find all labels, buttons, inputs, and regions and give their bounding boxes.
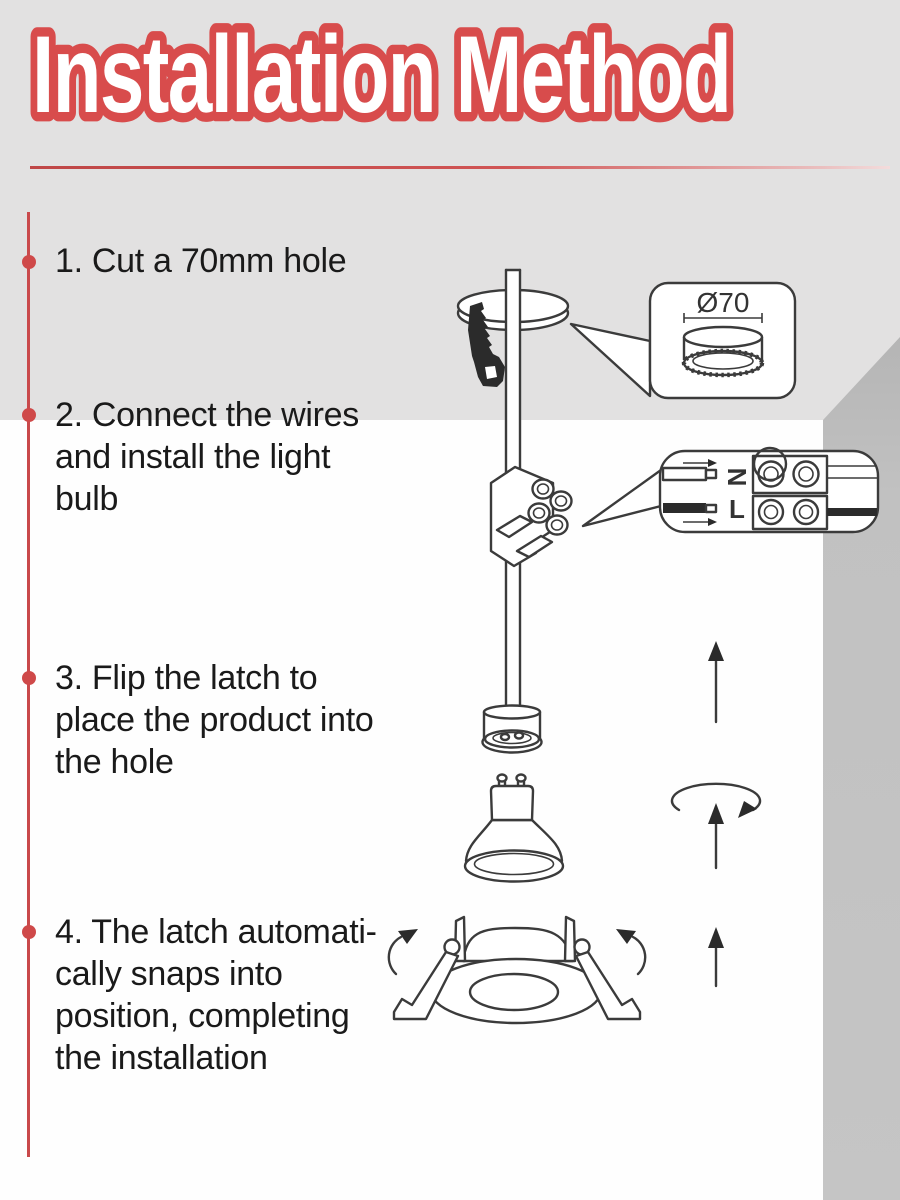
step-4-line: position, completing [55,997,350,1035]
step-2-line: and install the light [55,438,331,476]
step-3-line: the hole [55,743,174,781]
saw-icon [468,302,505,387]
step3-dot [22,671,36,685]
downlight-fixture-icon [387,915,647,1025]
title-underline [30,166,890,169]
step-1: 1. Cut a 70mm hole [55,240,435,282]
lamp-holder-icon [481,704,543,754]
hole-callout-pointer [569,322,652,398]
hole-saw-icon [681,325,765,378]
step4-dot [22,925,36,939]
saw-handle-hole [485,366,497,379]
step-2-line: 2. Connect the wires [55,396,359,434]
left-spring-latch [392,950,460,1021]
neutral-label: N [722,468,752,487]
step-4-line: 4. The latch automati- [55,913,377,951]
step-4-line: cally snaps into [55,955,283,993]
push-up-arrow-2 [708,927,724,988]
wire-loop [752,446,788,482]
hole-diameter-label: Ø70 [697,287,750,318]
hole-size-callout: Ø70 [648,281,797,400]
step-1-line: 1. Cut a 70mm hole [55,242,347,280]
step-4: 4. The latch automati- cally snaps into … [55,911,435,1079]
wire-connector-diagram: N L [489,446,880,568]
push-up-arrow-1 [708,641,724,724]
step-3-line: place the product into [55,701,374,739]
step-2: 2. Connect the wires and install the lig… [55,394,435,520]
title-banner: Installation Method [24,6,740,144]
right-rotate-arrow [616,929,647,976]
right-spring-latch [574,950,642,1021]
gu10-bulb-icon [463,773,565,883]
step-3: 3. Flip the latch to place the product i… [55,657,435,783]
left-rotate-arrow [387,929,418,976]
step-3-line: 3. Flip the latch to [55,659,318,697]
step-4-line: the installation [55,1039,268,1077]
page-title: Installation Method [32,14,730,136]
wiring-callout-pointer [581,468,663,528]
live-wire [663,503,706,513]
live-label: L [729,494,745,524]
rotate-and-push-arrow [670,782,762,870]
step-2-line: bulb [55,480,119,518]
front-wall [0,420,823,1200]
ceiling-hole-diagram: Ø70 [456,268,797,714]
terminal-block-icon [489,465,573,568]
step1-dot [22,255,36,269]
wiring-callout: N L [658,446,880,534]
step2-dot [22,408,36,422]
